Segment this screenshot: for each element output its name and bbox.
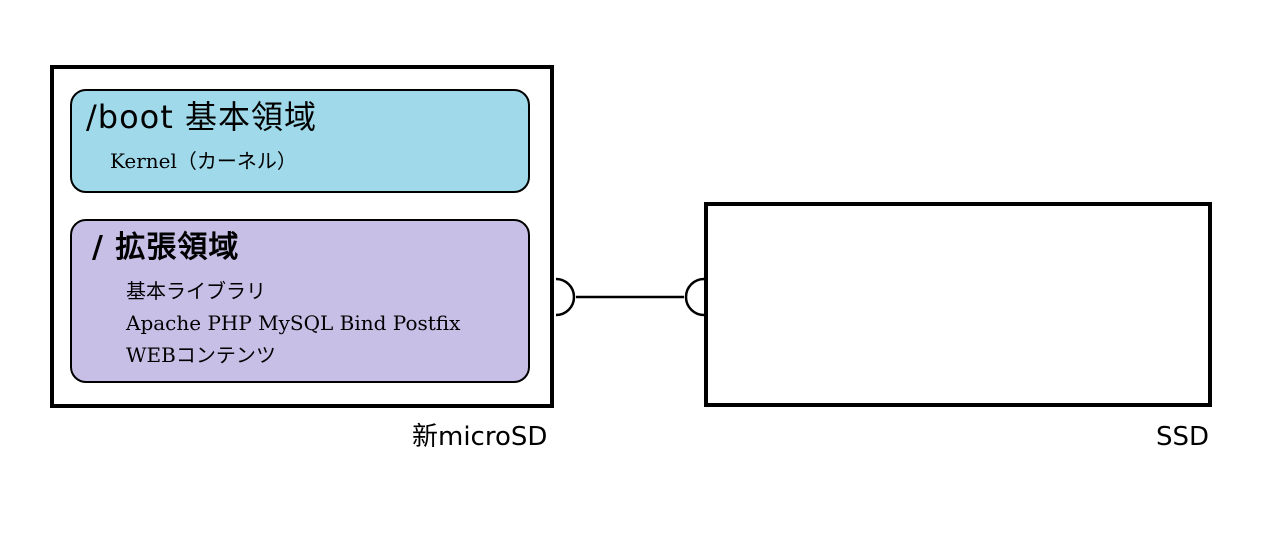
ssd-port-arc [684,277,705,317]
microsd-caption: 新microSD [412,422,548,452]
boot-partition-item: Kernel（カーネル） [110,149,297,173]
boot-partition: /boot 基本領域 Kernel（カーネル） [70,89,530,193]
root-partition-title: / 拡張領域 [92,230,240,265]
microsd-port-arc [555,277,576,317]
connection-line [555,277,705,317]
boot-partition-title: /boot 基本領域 [86,98,317,136]
root-partition-item: WEBコンテンツ [126,343,276,367]
root-partition-item: 基本ライブラリ [126,279,266,303]
ssd-box [704,202,1212,407]
root-partition: / 拡張領域 基本ライブラリ Apache PHP MySQL Bind Pos… [70,219,530,383]
ssd-caption: SSD [1156,422,1210,452]
root-partition-item: Apache PHP MySQL Bind Postfix [126,311,461,335]
